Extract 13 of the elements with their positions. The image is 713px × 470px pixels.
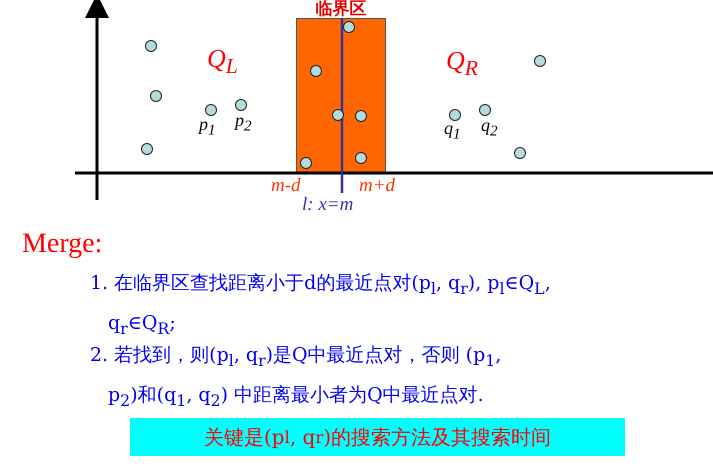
step-text: 1. 在临界区查找距离小于d的最近点对(p$_{l}$, q$_{r}$), p$_{l}$∈Q$_{L}$, q$_{r}$∈Q$_{R}$; [89,271,552,340]
point-label: p$_{2}$ [235,110,252,136]
line-label: l: x=m [302,194,354,216]
region-title: 临界区 [314,0,368,18]
point-label: q$_{2}$ [481,115,498,141]
boundary-label: m-d [271,175,301,197]
point-label: p$_{1}$ [199,114,216,140]
point-label: q$_{1}$ [444,118,460,144]
section-heading: Merge: [22,228,102,260]
step-text: 2. 若找到，则(p$_{l}$, q$_{r}$)是Q中最近点对，否则 (p$_{1}$, p$_{2}$)和(q$_{1}$, q$_{2}$) 中距离最小者为Q中最近点对. [89,343,502,412]
boundary-label: m+d [359,175,396,197]
region-label: Q$_{L}$ [207,44,238,80]
region-label: Q$_{R}$ [446,46,478,82]
